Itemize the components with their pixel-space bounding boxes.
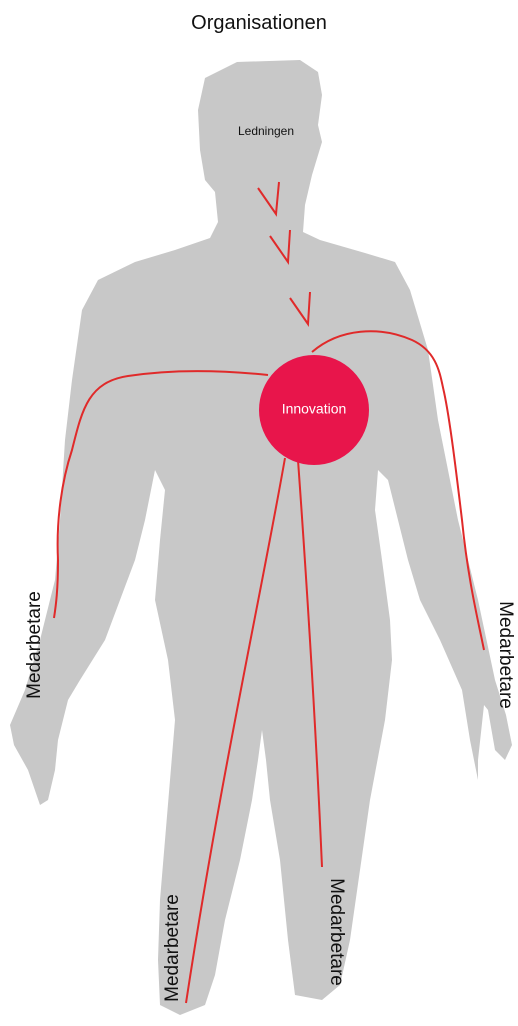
right-leg-label: Medarbetare: [326, 878, 347, 986]
left-arm-label: Medarbetare: [24, 591, 45, 699]
right-arm-label: Medarbetare: [495, 601, 516, 709]
diagram-title: Organisationen: [191, 12, 327, 34]
head-label: Ledningen: [238, 124, 294, 138]
left-leg-label: Medarbetare: [162, 894, 183, 1002]
body-silhouette: [10, 60, 512, 1015]
center-label: Innovation: [282, 401, 347, 417]
